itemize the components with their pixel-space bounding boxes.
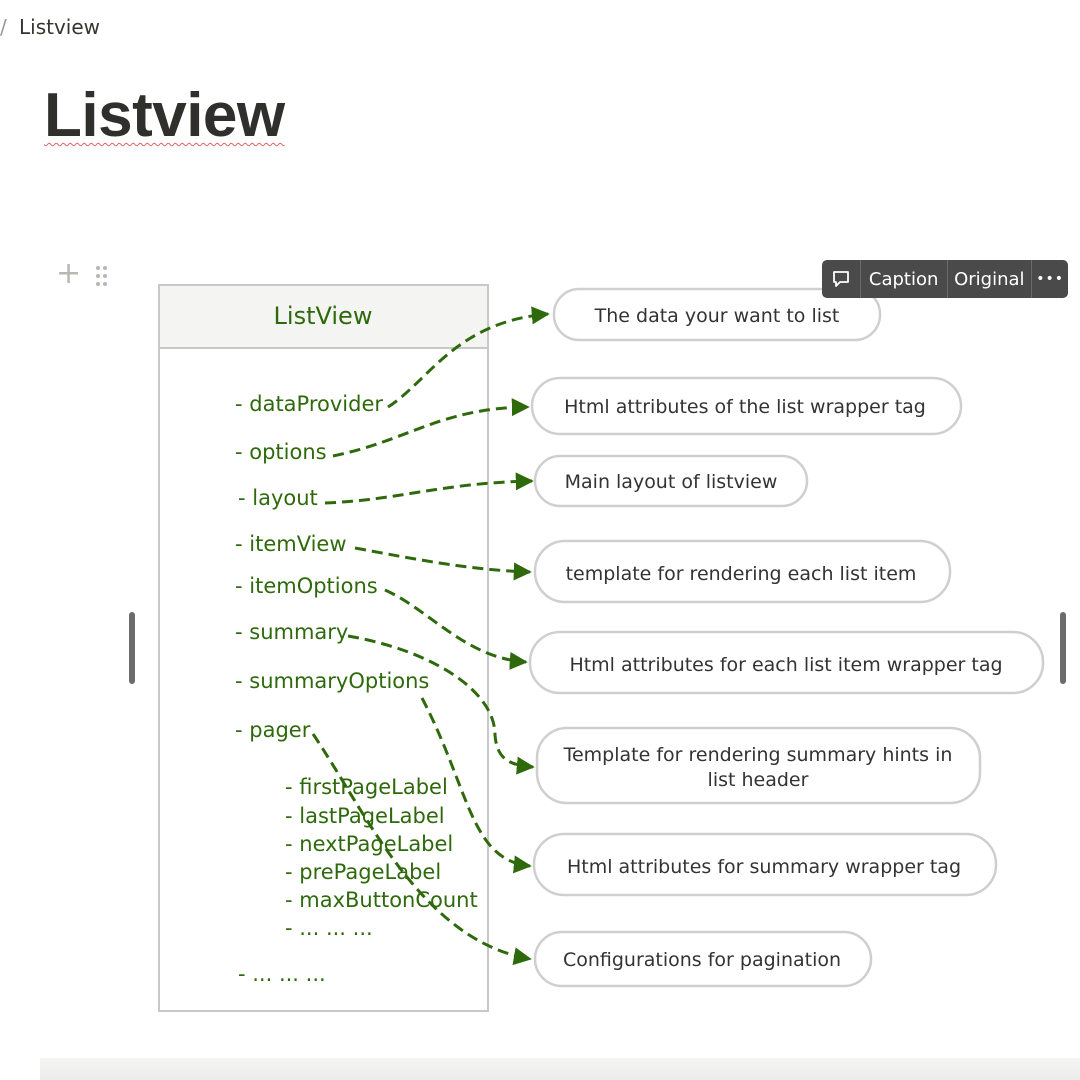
desc-text-5: Html attributes for each list item wrapp… [569, 654, 1002, 676]
desc-text-4: template for rendering each list item [566, 563, 917, 585]
desc-text-6b: list header [708, 769, 809, 791]
arrow-pager [311, 733, 532, 966]
image-toolbar: Caption Original ••• [822, 260, 1068, 298]
arrow-options [332, 398, 530, 458]
desc-box-7 [532, 832, 998, 897]
listview-header [160, 286, 487, 348]
arrow-itemOptions [384, 588, 528, 670]
desc-box-4 [533, 539, 952, 604]
pager-prePageLabel: - prePageLabel [285, 860, 441, 884]
arrow-layout [324, 472, 534, 505]
prop-dataProvider: - dataProvider [235, 392, 383, 416]
page-title[interactable]: Listview [44, 81, 285, 150]
image-resize-handle-right[interactable] [1060, 612, 1066, 684]
pager-nextPageLabel: - nextPageLabel [285, 832, 453, 856]
desc-text-7: Html attributes for summary wrapper tag [567, 856, 961, 878]
breadcrumb-current[interactable]: Listview [19, 15, 101, 39]
original-button[interactable]: Original [954, 268, 1025, 290]
prop-layout: - layout [238, 486, 318, 510]
arrow-summaryOptions [420, 697, 532, 874]
desc-box-2 [530, 376, 963, 436]
breadcrumb-separator: / [0, 15, 7, 39]
caption-button[interactable]: Caption [868, 268, 939, 290]
desc-box-3 [533, 454, 809, 508]
pager-more: - ... ... ... [285, 916, 373, 940]
comment-icon[interactable] [822, 260, 860, 298]
more-options-icon[interactable]: ••• [1036, 271, 1064, 287]
pager-maxButtonCount: - maxButtonCount [285, 888, 478, 912]
add-block-icon[interactable]: + [56, 256, 82, 291]
arrow-summary [347, 634, 535, 775]
desc-text-1: The data your want to list [594, 305, 840, 327]
prop-options: - options [235, 440, 327, 464]
arrow-itemView [354, 546, 532, 581]
listview-title: ListView [274, 302, 373, 330]
desc-box-1 [552, 287, 882, 342]
prop-itemOptions: - itemOptions [235, 574, 378, 598]
desc-box-6 [535, 726, 982, 805]
block-handle: + [56, 256, 116, 292]
desc-box-5 [528, 630, 1045, 695]
desc-text-2: Html attributes of the list wrapper tag [564, 396, 926, 418]
arrow-dataProvider [387, 306, 550, 409]
desc-text-6a: Template for rendering summary hints in [563, 744, 953, 766]
page-bottom-divider [40, 1058, 1080, 1080]
pager-firstPageLabel: - firstPageLabel [285, 775, 448, 799]
listview-box [158, 284, 489, 1012]
drag-handle-icon[interactable] [96, 266, 108, 288]
desc-text-3: Main layout of listview [565, 471, 778, 493]
pager-lastPageLabel: - lastPageLabel [285, 804, 445, 828]
prop-summaryOptions: - summaryOptions [235, 669, 429, 693]
prop-summary: - summary [235, 620, 348, 644]
prop-more: - ... ... ... [238, 962, 326, 986]
prop-pager: - pager [235, 718, 311, 742]
image-resize-handle-left[interactable] [129, 612, 135, 684]
desc-box-8 [533, 930, 873, 988]
breadcrumb: / Listview [0, 0, 1080, 56]
desc-text-8: Configurations for pagination [563, 949, 841, 971]
prop-itemView: - itemView [235, 532, 347, 556]
